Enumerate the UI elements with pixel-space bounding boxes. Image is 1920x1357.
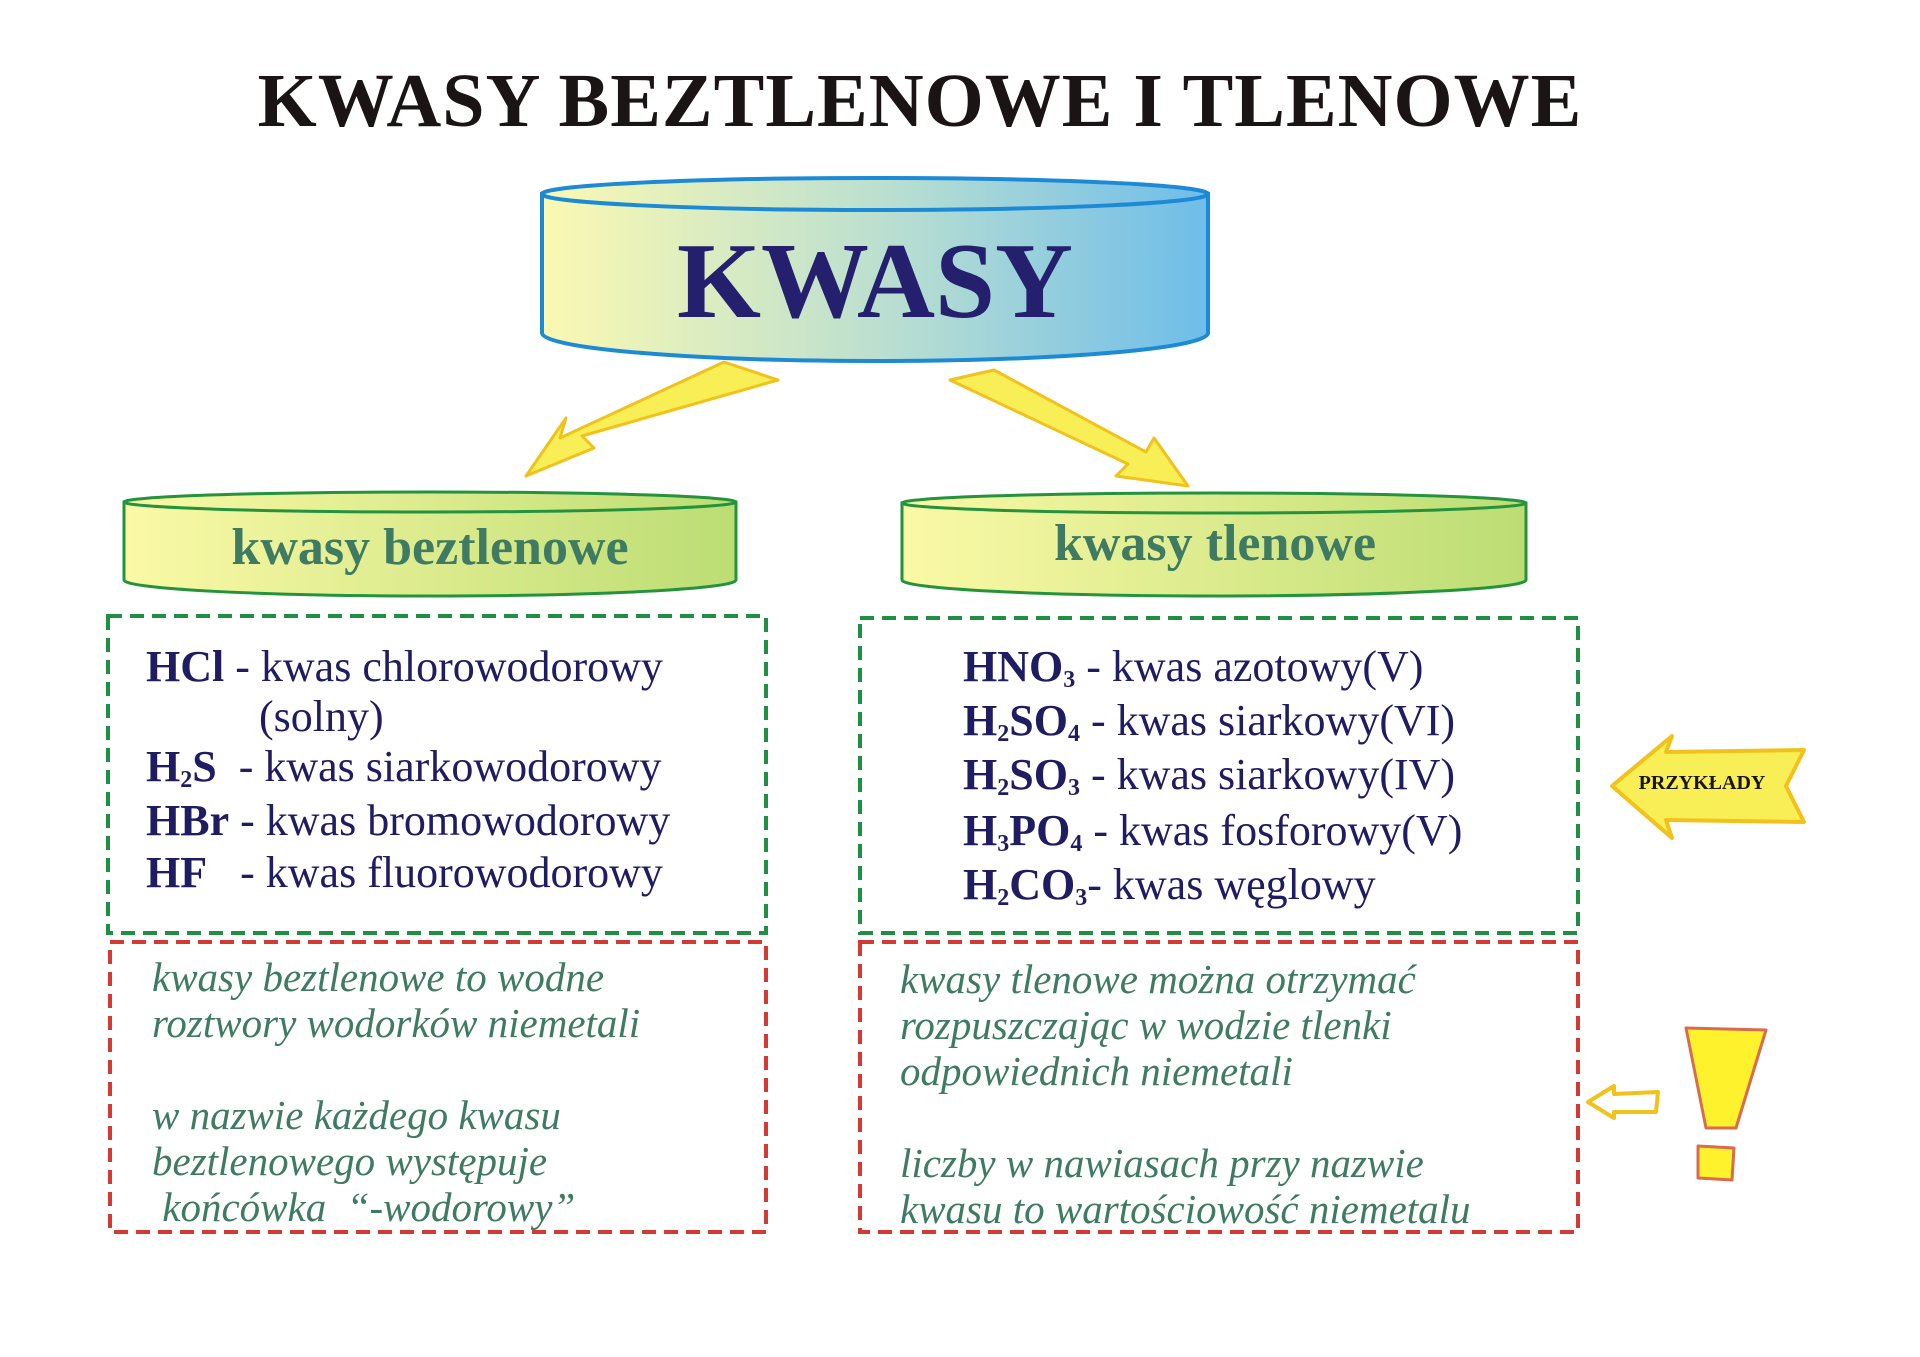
pointer-arrow-outline bbox=[1586, 1084, 1660, 1120]
acid-name: - kwas bromowodorowy bbox=[229, 796, 671, 845]
oxygen-acids-list: HNO3 - kwas azotowy(V)H2SO4 - kwas siark… bbox=[963, 642, 1462, 914]
arrow-to-oxygen-free bbox=[524, 360, 780, 478]
acid-name: - kwas azotowy(V) bbox=[1075, 642, 1424, 691]
acid-name: - kwas fosforowy(V) bbox=[1082, 806, 1463, 855]
formula-text: H bbox=[963, 750, 998, 799]
examples-arrow bbox=[1610, 734, 1806, 840]
formula-text: PO bbox=[1009, 806, 1071, 855]
acid-formula: H2SO4 bbox=[963, 696, 1080, 747]
formula-text: S bbox=[192, 742, 217, 791]
note-line: kwasu to wartościowość niemetalu bbox=[900, 1186, 1471, 1232]
acid-formula: HF bbox=[146, 848, 207, 897]
acid-row: HCl - kwas chlorowodorowy bbox=[146, 642, 670, 692]
acid-row: (solny) bbox=[146, 692, 670, 742]
formula-subscript: 2 bbox=[997, 885, 1010, 911]
oxygen-acids-box bbox=[858, 616, 1580, 935]
formula-text: HF bbox=[146, 848, 208, 897]
oxygen-free-acids-box bbox=[106, 614, 768, 935]
oxygen-free-notes-box bbox=[108, 940, 768, 1234]
formula-subscript: 3 bbox=[997, 831, 1010, 857]
acid-formula: HNO3 bbox=[963, 642, 1076, 693]
oxygen-free-category-label: kwasy beztlenowe bbox=[231, 519, 629, 576]
formula-text: H bbox=[963, 696, 998, 745]
note-line: roztwory wodorków niemetali bbox=[152, 1000, 641, 1046]
acid-name: - kwas fluorowodorowy bbox=[207, 848, 663, 897]
note-line: kwasy beztlenowe to wodne bbox=[152, 954, 605, 1000]
acid-name: - kwas siarkowy(VI) bbox=[1079, 696, 1456, 745]
formula-subscript: 3 bbox=[1067, 775, 1080, 801]
formula-text: SO bbox=[1009, 696, 1068, 745]
note-line: w nazwie każdego kwasu bbox=[152, 1092, 561, 1138]
formula-subscript: 2 bbox=[180, 767, 193, 793]
formula-text: H bbox=[963, 806, 998, 855]
acid-name: (solny) bbox=[259, 692, 384, 741]
examples-label: PRZYKŁADY bbox=[1638, 772, 1766, 794]
note-line: odpowiednich niemetali bbox=[900, 1048, 1293, 1094]
acid-row: H2CO3- kwas węglowy bbox=[963, 860, 1462, 914]
acid-formula: HCl bbox=[146, 642, 224, 691]
oxygen-cylinder bbox=[900, 491, 1528, 598]
formula-subscript: 4 bbox=[1070, 831, 1083, 857]
acid-formula: H2CO3 bbox=[963, 860, 1088, 911]
formula-subscript: 3 bbox=[1075, 885, 1088, 911]
note-line: rozpuszczając w wodzie tlenki bbox=[900, 1002, 1392, 1048]
acid-row: HBr - kwas bromowodorowy bbox=[146, 796, 670, 848]
acid-formula: H2S bbox=[146, 742, 217, 793]
acid-row: HNO3 - kwas azotowy(V) bbox=[963, 642, 1462, 696]
formula-text: HNO bbox=[963, 642, 1064, 691]
note-line: liczby w nawiasach przy nazwie bbox=[900, 1140, 1424, 1186]
acid-name: - kwas węglowy bbox=[1087, 860, 1376, 909]
note-line: beztlenowego występuje bbox=[152, 1138, 548, 1184]
formula-text: CO bbox=[1009, 860, 1076, 909]
acid-row: HF - kwas fluorowodorowy bbox=[146, 848, 670, 900]
main-cylinder bbox=[540, 176, 1210, 363]
acid-name: - kwas chlorowodorowy bbox=[224, 642, 663, 691]
acid-name: - kwas siarkowodorowy bbox=[216, 742, 662, 791]
note-line bbox=[900, 1094, 1471, 1140]
acid-row: H2SO3 - kwas siarkowy(IV) bbox=[963, 750, 1462, 806]
note-line: końcówka “-wodorowy” bbox=[152, 1184, 576, 1230]
page-title: KWASY BEZTLENOWE I TLENOWE bbox=[257, 59, 1583, 143]
formula-subscript: 2 bbox=[997, 775, 1010, 801]
formula-text: SO bbox=[1009, 750, 1068, 799]
exclamation-icon bbox=[1684, 1026, 1768, 1182]
formula-text: H bbox=[963, 860, 998, 909]
formula-text: HBr bbox=[146, 796, 230, 845]
oxygen-notes-box bbox=[858, 940, 1580, 1234]
note-line: kwasy tlenowe można otrzymać bbox=[900, 956, 1416, 1002]
formula-text: HCl bbox=[146, 642, 225, 691]
acid-row: H3PO4 - kwas fosforowy(V) bbox=[963, 806, 1462, 860]
main-cylinder-label: KWASY bbox=[676, 222, 1074, 341]
note-line bbox=[152, 1046, 640, 1092]
acid-name: - kwas siarkowy(IV) bbox=[1079, 750, 1456, 799]
oxygen-free-acids-list: HCl - kwas chlorowodorowy(solny)H2S - kw… bbox=[146, 642, 670, 900]
acid-formula: HBr bbox=[146, 796, 229, 845]
formula-subscript: 3 bbox=[1063, 667, 1076, 693]
formula-subscript: 2 bbox=[997, 721, 1010, 747]
oxygen-free-cylinder bbox=[122, 490, 738, 598]
acid-formula: H2SO3 bbox=[963, 750, 1080, 801]
acid-row: H2SO4 - kwas siarkowy(VI) bbox=[963, 696, 1462, 750]
acid-row: H2S - kwas siarkowodorowy bbox=[146, 742, 670, 796]
arrow-to-oxygen bbox=[948, 368, 1190, 488]
oxygen-category-label: kwasy tlenowe bbox=[1053, 515, 1377, 572]
formula-text: H bbox=[146, 742, 181, 791]
formula-subscript: 4 bbox=[1067, 721, 1080, 747]
acid-formula: H3PO4 bbox=[963, 806, 1083, 857]
